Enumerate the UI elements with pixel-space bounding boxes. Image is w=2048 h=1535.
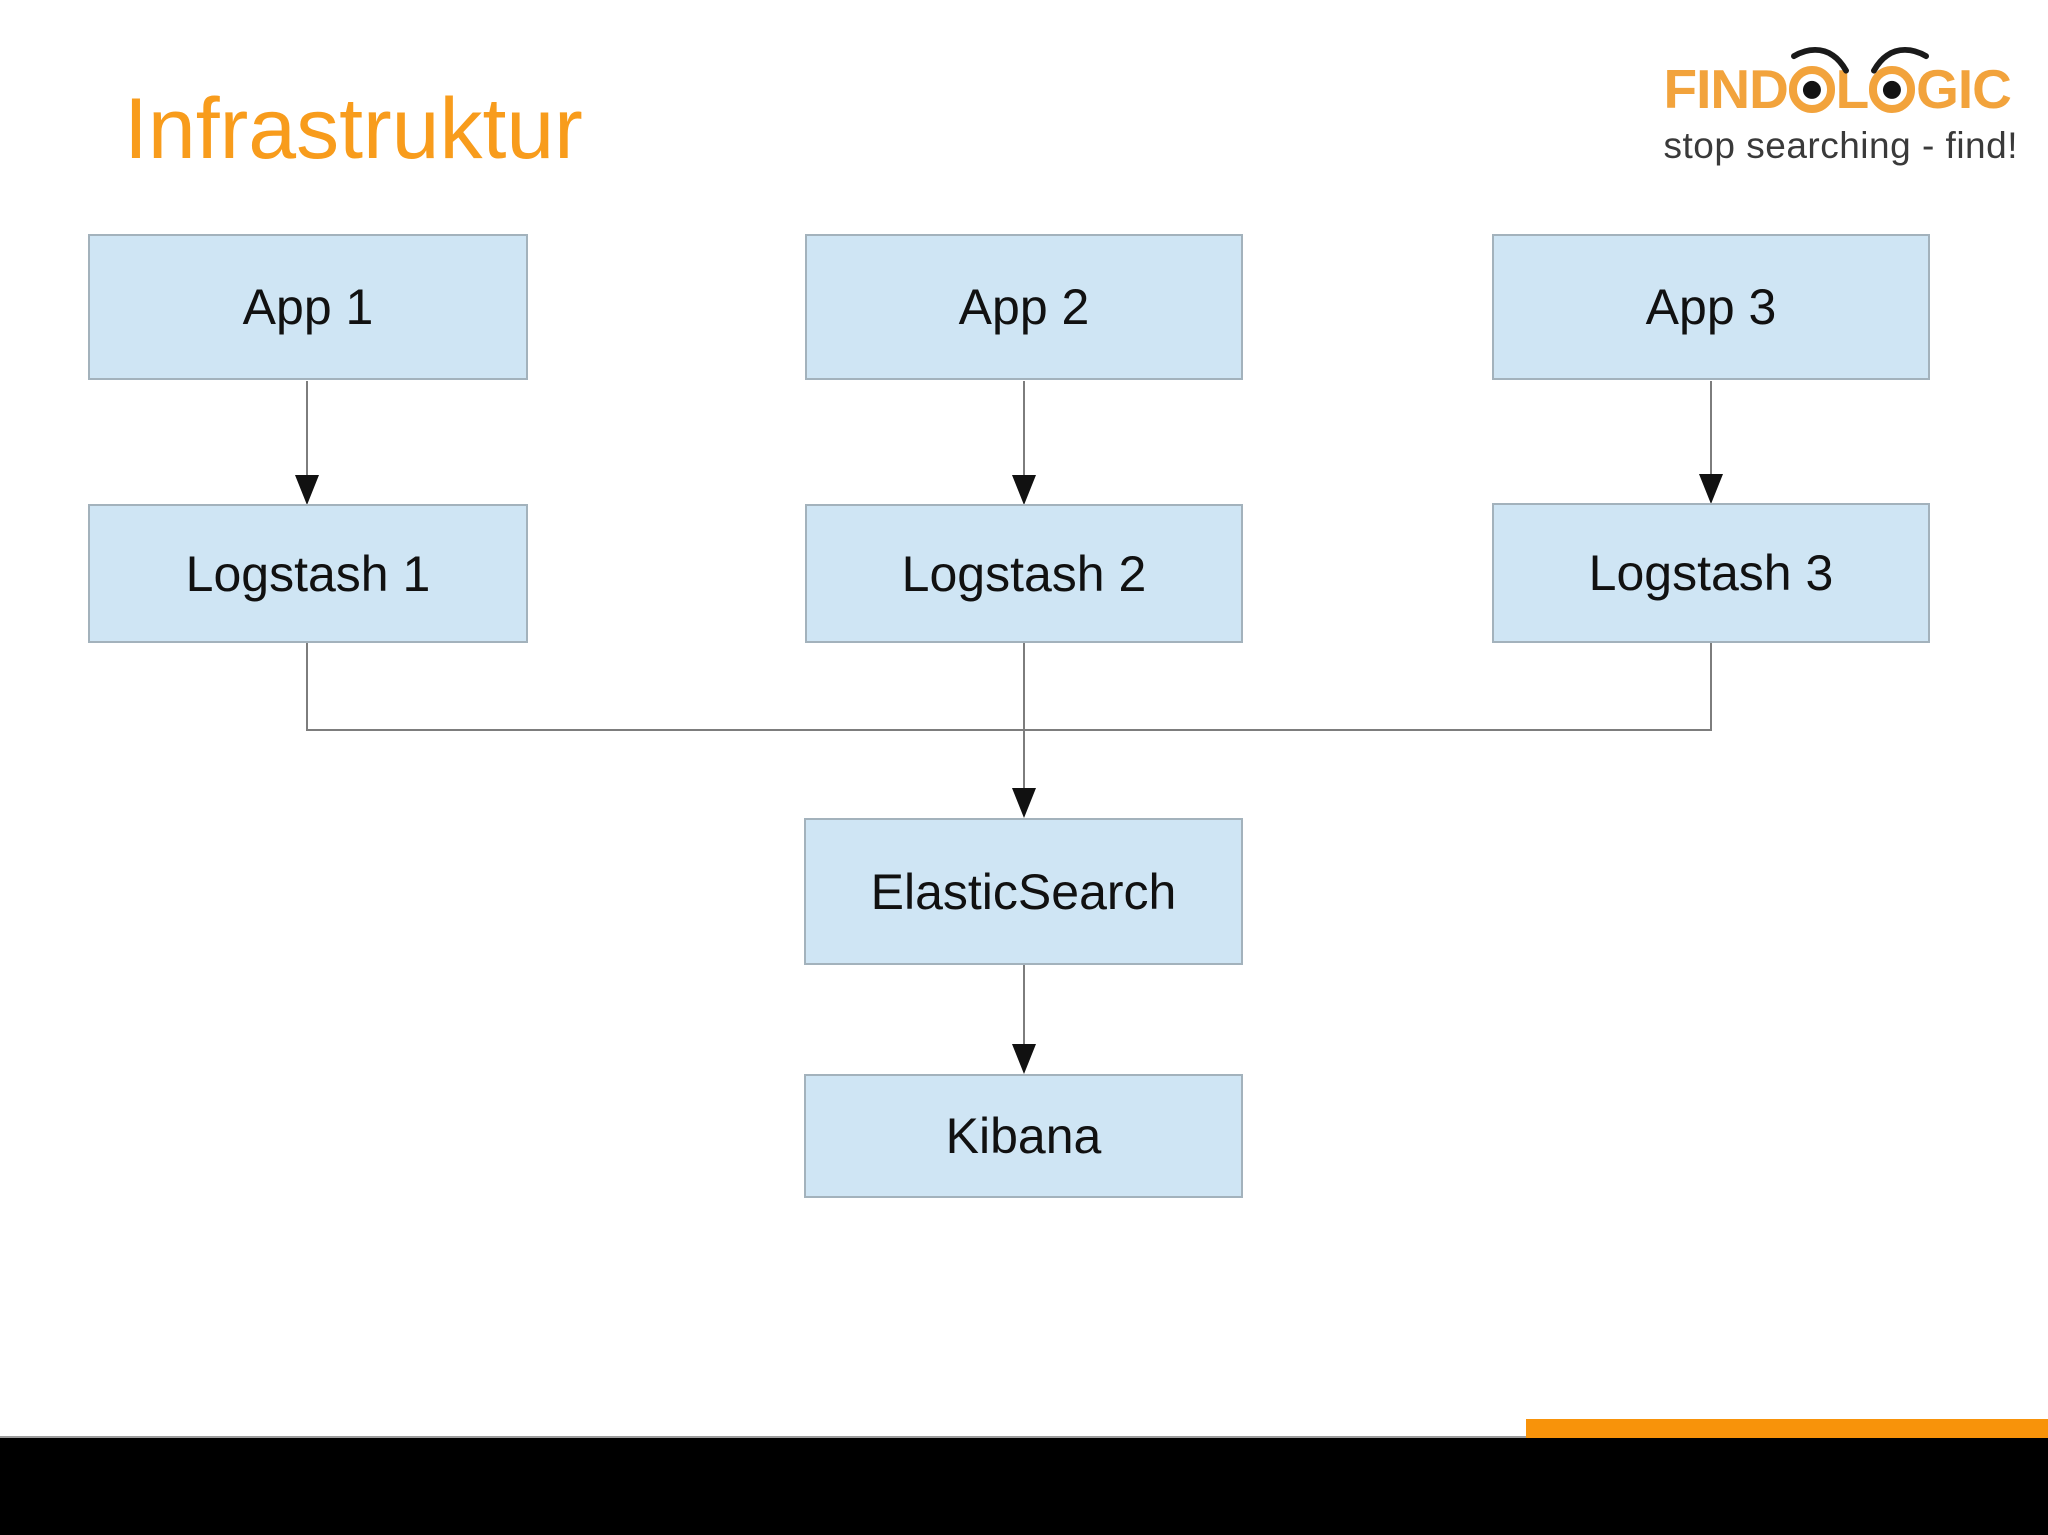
- node-label: ElasticSearch: [870, 863, 1177, 920]
- footer-orange-accent: [1526, 1419, 2048, 1438]
- arrowhead-kibana: [1012, 1044, 1036, 1074]
- node-app2: App 2: [805, 234, 1243, 380]
- arrowhead-logstash3: [1699, 474, 1723, 504]
- page-title: Infrastruktur: [124, 81, 583, 177]
- node-elasticsearch: ElasticSearch: [804, 818, 1243, 965]
- node-label: App 2: [958, 279, 1090, 335]
- node-logstash1: Logstash 1: [88, 504, 528, 643]
- logo-text-gic: GIC: [1916, 58, 2012, 120]
- node-label: Logstash 1: [185, 545, 431, 602]
- node-app1: App 1: [88, 234, 528, 380]
- left-eyebrow-icon: [1790, 47, 1849, 74]
- arrowhead-elasticsearch: [1012, 788, 1036, 818]
- eye-o-icon: [1788, 47, 1849, 113]
- pupil-icon: [1802, 80, 1821, 99]
- footer-black-bar: [0, 1438, 2048, 1535]
- logo-tagline: stop searching - find!: [1663, 125, 2018, 166]
- node-label: Kibana: [945, 1108, 1102, 1164]
- logo-text-find: FIND: [1663, 58, 1789, 120]
- findologic-wordmark: FIND L GIC: [1663, 47, 2012, 120]
- node-label: App 3: [1645, 279, 1777, 335]
- pupil-icon: [1883, 80, 1902, 99]
- node-app3: App 3: [1492, 234, 1930, 380]
- logo-text-l: L: [1835, 58, 1870, 120]
- findologic-logo: FIND L GIC stop searching - find!: [1664, 34, 2018, 167]
- right-eyebrow-icon: [1871, 47, 1930, 74]
- arrowhead-logstash2: [1012, 475, 1036, 505]
- node-label: Logstash 2: [901, 545, 1147, 602]
- footer-divider-line: [0, 1436, 1526, 1439]
- node-label: Logstash 3: [1588, 545, 1834, 601]
- arrowhead-logstash1: [295, 475, 319, 505]
- node-logstash3: Logstash 3: [1492, 503, 1930, 643]
- eye-o-icon: [1869, 47, 1930, 113]
- node-logstash2: Logstash 2: [805, 504, 1243, 643]
- node-kibana: Kibana: [804, 1074, 1243, 1198]
- node-label: App 1: [242, 279, 374, 335]
